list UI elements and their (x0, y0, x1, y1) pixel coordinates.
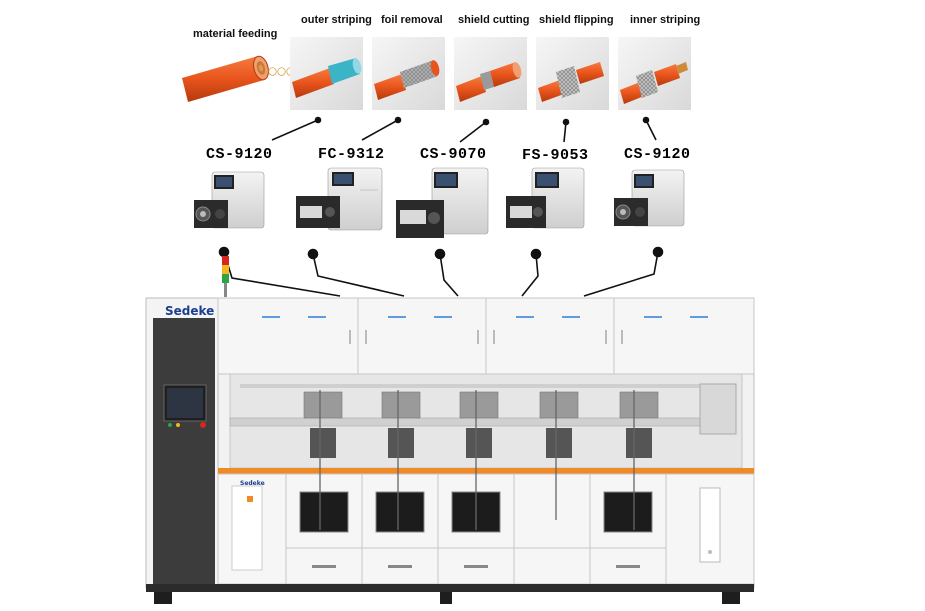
step-label-outer-striping: outer striping (301, 14, 372, 26)
signal-tower (222, 256, 229, 297)
photo-inner-striping (618, 37, 691, 110)
step-label-foil-removal: foil removal (381, 14, 443, 26)
machine-leader-lines (218, 246, 664, 297)
step-label-inner-striping: inner striping (630, 14, 701, 26)
machine-cs-9120-a (194, 171, 265, 229)
model-label-4: FS-9053 (522, 147, 589, 164)
model-label-3: CS-9070 (420, 146, 487, 163)
machine-fc-9312 (296, 167, 383, 231)
model-label-5: CS-9120 (624, 146, 691, 163)
machine-cs-9120-b (614, 169, 685, 227)
step-label-material-feeding: material feeding (193, 28, 278, 40)
model-label-2: FC-9312 (318, 146, 385, 163)
feed-arrows-icon: 〇〇〇 (268, 67, 295, 78)
feeding-cable (182, 55, 269, 102)
production-line (145, 297, 755, 604)
photo-leader-lines (271, 116, 657, 143)
brand-logo: Sedeke (165, 304, 215, 318)
brand-logo-small: Sedeke (240, 480, 265, 487)
machine-fs-9053 (506, 167, 585, 229)
svg-text:〇〇〇: 〇〇〇 (268, 67, 295, 78)
photo-foil-removal (372, 37, 445, 110)
machine-cs-9070 (396, 167, 489, 238)
step-label-shield-cutting: shield cutting (458, 14, 530, 26)
step-label-shield-flipping: shield flipping (539, 14, 614, 26)
photo-shield-cutting (454, 37, 527, 110)
photo-shield-flipping (536, 37, 609, 110)
model-label-1: CS-9120 (206, 146, 273, 163)
photo-outer-striping (290, 37, 363, 110)
